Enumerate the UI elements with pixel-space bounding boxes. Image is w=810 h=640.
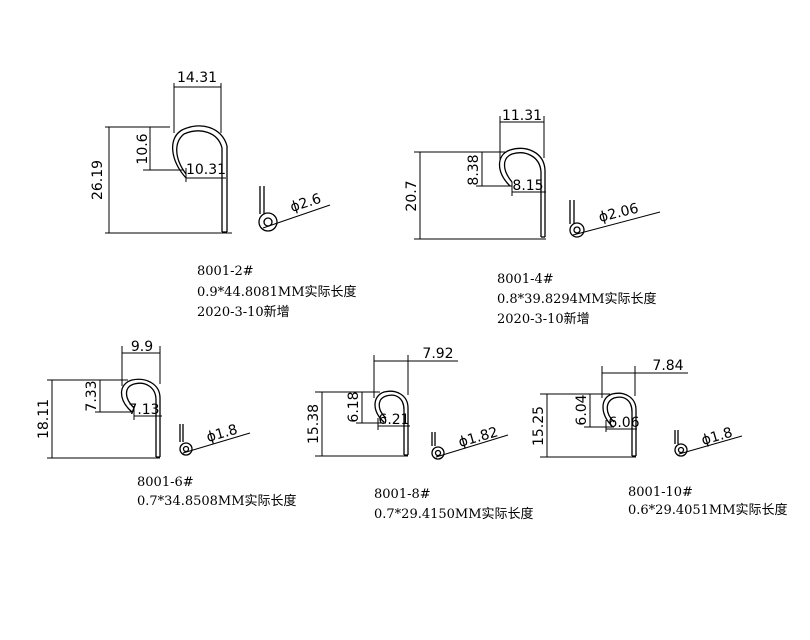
dim-height-inner: 7.33 xyxy=(84,380,100,411)
dim-eye-diameter: ϕ1.8 xyxy=(700,425,735,449)
wire-spec: 0.6*29.4051MM实际长度 xyxy=(628,502,788,518)
dim-eye-diameter: ϕ1.8 xyxy=(205,422,240,446)
dim-width-inner: 6.06 xyxy=(608,415,639,431)
dim-eye-diameter: ϕ2.6 xyxy=(288,191,323,216)
hook-drawing-8001-2: 14.31 26.19 10.6 10.31 ϕ2.6 xyxy=(90,70,331,234)
dim-height-total: 26.19 xyxy=(90,160,106,200)
dim-eye-diameter: ϕ2.06 xyxy=(597,201,640,226)
hook-drawing-8001-8: 7.92 15.38 6.18 6.21 ϕ1.82 xyxy=(306,346,509,460)
dim-height-inner: 8.38 xyxy=(466,154,482,185)
hook-drawing-8001-6: 9.9 18.11 7.33 7.13 ϕ1.8 xyxy=(36,339,251,459)
dim-width-top: 9.9 xyxy=(131,339,153,355)
dim-width-inner: 8.15 xyxy=(512,178,543,194)
dim-height-total: 15.25 xyxy=(531,406,547,446)
hook-drawing-8001-4: 11.31 20.7 8.38 8.15 ϕ2.06 xyxy=(404,108,661,240)
dim-height-total: 15.38 xyxy=(306,404,322,444)
wire-spec: 0.7*34.8508MM实际长度 xyxy=(137,493,297,509)
model-number: 8001-10# xyxy=(628,485,693,500)
dim-width-top: 7.92 xyxy=(422,346,453,362)
caption-8001-4: 8001-4# 0.8*39.8294MM实际长度 2020-3-10新增 xyxy=(497,272,657,327)
dim-height-inner: 6.18 xyxy=(346,391,362,422)
caption-8001-6: 8001-6# 0.7*34.8508MM实际长度 xyxy=(137,475,297,509)
dim-height-total: 20.7 xyxy=(404,180,420,211)
dim-width-top: 7.84 xyxy=(652,358,683,374)
dim-height-inner: 10.6 xyxy=(135,133,151,164)
wire-spec: 0.7*29.4150MM实际长度 xyxy=(374,506,534,522)
wire-spec: 0.9*44.8081MM实际长度 xyxy=(197,284,357,300)
wire-spec: 0.8*39.8294MM实际长度 xyxy=(497,291,657,307)
added-date: 2020-3-10新增 xyxy=(197,304,290,320)
model-number: 8001-2# xyxy=(197,264,254,279)
caption-8001-10: 8001-10# 0.6*29.4051MM实际长度 xyxy=(628,485,788,518)
dim-width-inner: 7.13 xyxy=(128,402,159,418)
dim-height-inner: 6.04 xyxy=(574,394,590,425)
dim-eye-diameter: ϕ1.82 xyxy=(457,424,500,451)
dim-width-top: 11.31 xyxy=(502,108,542,124)
caption-8001-2: 8001-2# 0.9*44.8081MM实际长度 2020-3-10新增 xyxy=(197,264,357,320)
dim-width-inner: 6.21 xyxy=(378,412,409,428)
dim-width-top: 14.31 xyxy=(177,70,217,86)
dim-height-total: 18.11 xyxy=(36,399,52,439)
caption-8001-8: 8001-8# 0.7*29.4150MM实际长度 xyxy=(374,487,534,522)
added-date: 2020-3-10新增 xyxy=(497,311,590,327)
model-number: 8001-6# xyxy=(137,475,194,490)
hook-drawing-8001-10: 7.84 15.25 6.04 6.06 ϕ1.8 xyxy=(531,358,743,458)
model-number: 8001-8# xyxy=(374,487,431,502)
dim-width-inner: 10.31 xyxy=(186,162,226,178)
model-number: 8001-4# xyxy=(497,272,554,287)
